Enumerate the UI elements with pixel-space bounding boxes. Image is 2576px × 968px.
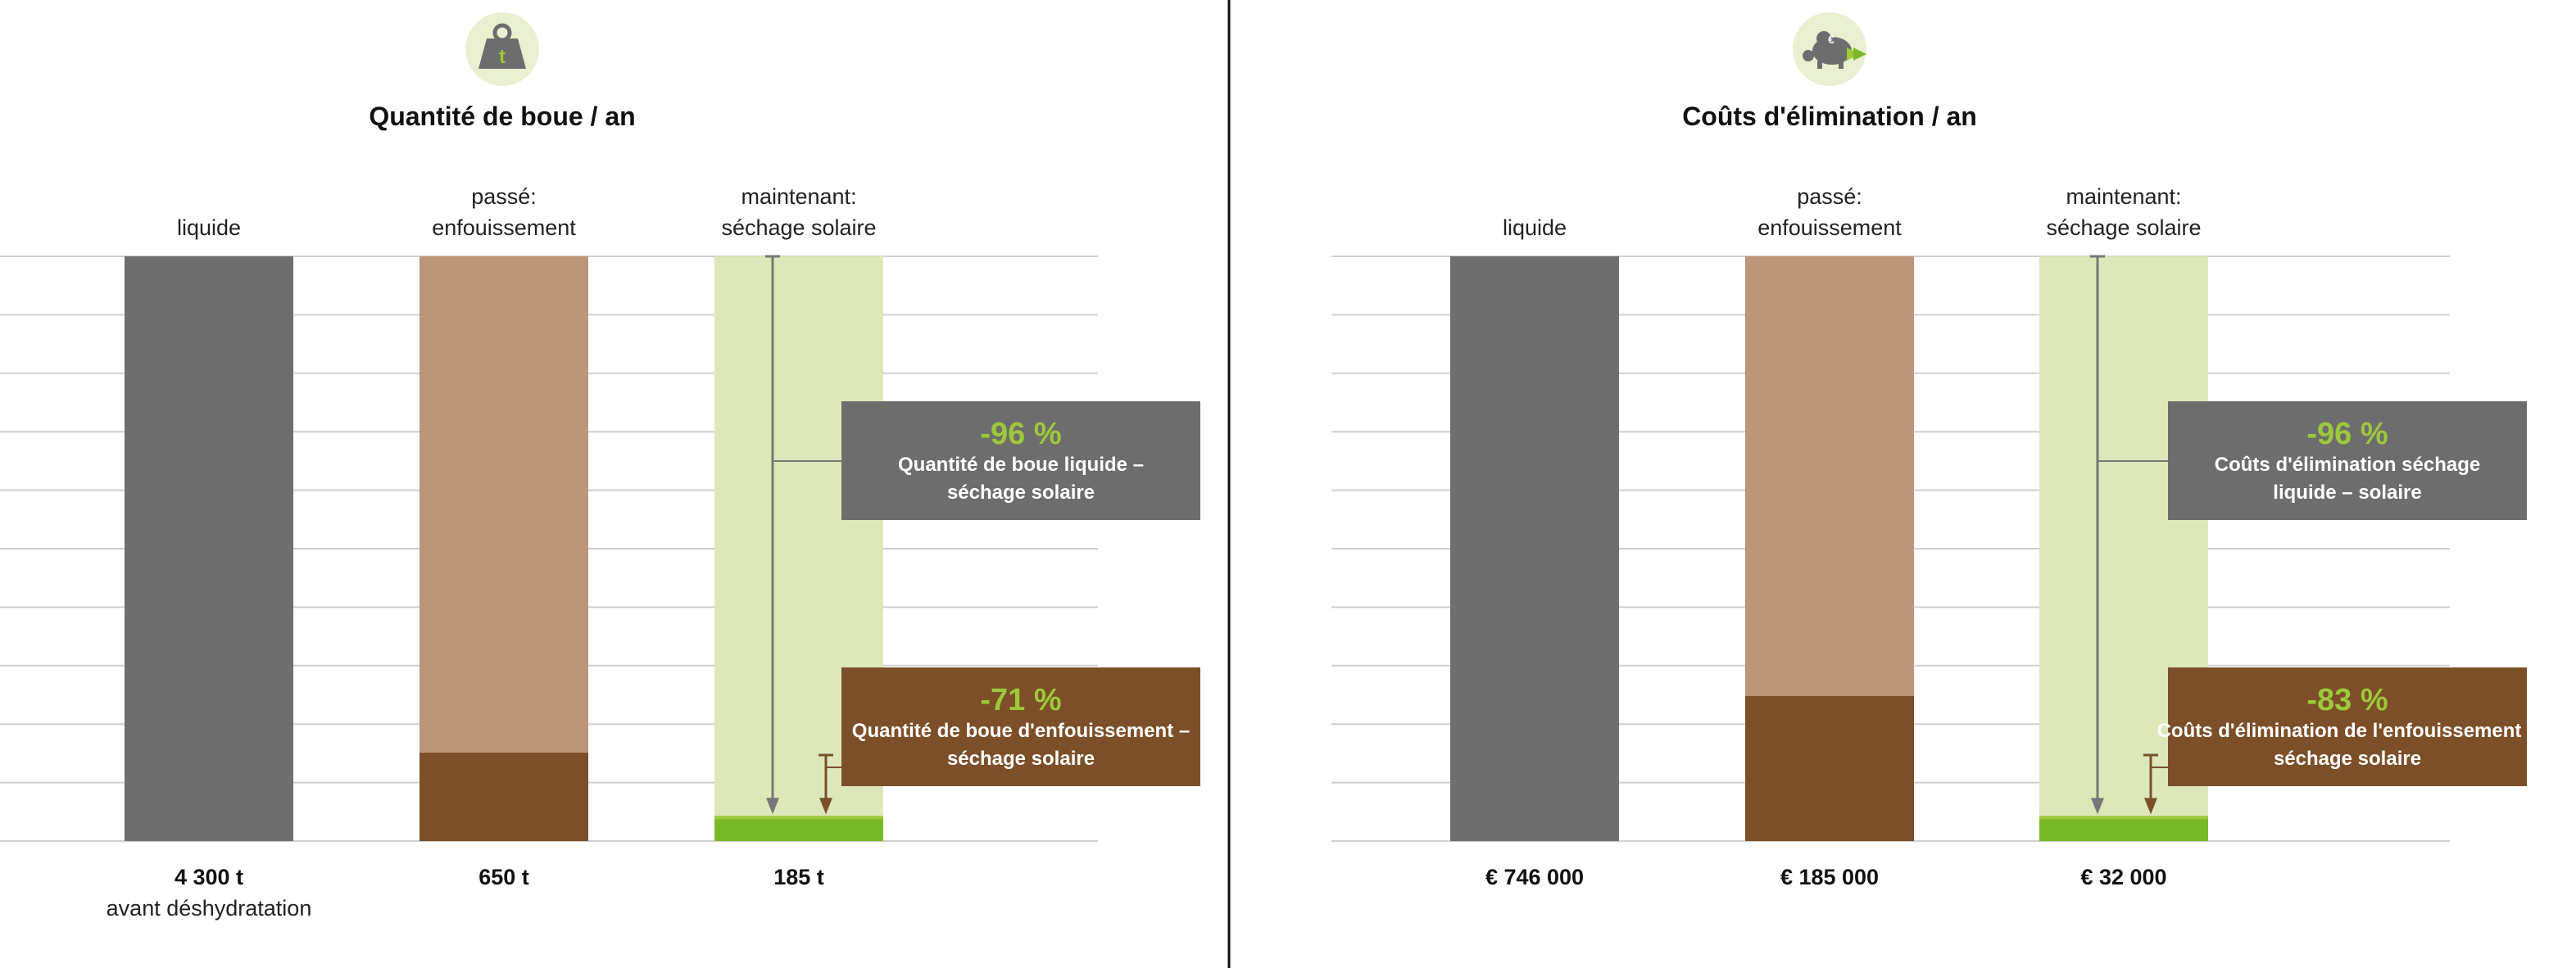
value-labels: 4 300 t avant déshydratation 650 t 185 t [107,865,824,921]
callout-percentage: -83 % [2306,683,2388,717]
callout-text: séchage solaire [2274,748,2421,770]
callouts: -96 % Quantité de boue liquide – séchage s… [765,255,1200,815]
category-label: liquide [177,215,241,240]
bar-past-value [420,753,588,841]
category-label: enfouissement [432,215,576,240]
weight-icon: t [465,12,539,86]
bar-now-value [2039,816,2208,841]
value-label: € 185 000 [1780,865,1879,889]
arrow-head [766,798,779,815]
callout-text: Coûts d'élimination séchage [2215,454,2480,476]
bar-past-reference [420,256,588,841]
arrow-head [2091,798,2104,815]
panel-disposal-costs: € Coûts d'élimination / an liquide passé:… [1331,12,2537,889]
callout-box [841,401,1200,520]
category-label: passé: [1797,184,1862,209]
category-label: séchage solaire [721,215,876,240]
panel-sludge-quantity: t Quantité de boue / an liquide passé: enf… [0,12,1200,921]
piggy-bank-icon: € [1793,12,1866,86]
svg-text:t: t [499,46,506,68]
value-label: 185 t [773,865,824,889]
value-label: € 746 000 [1485,865,1584,889]
callout-percentage: -96 % [2306,417,2388,451]
bar-now-highlight [2039,816,2208,820]
value-label: 650 t [478,865,529,889]
callout-text: Quantité de boue liquide – [898,454,1144,476]
chart-title: Coûts d'élimination / an [1682,102,1977,131]
chart-title: Quantité de boue / an [369,102,635,131]
value-note: avant déshydratation [107,896,312,921]
category-label: passé: [471,184,537,209]
arrow-head [819,798,832,815]
category-label: liquide [1503,215,1567,240]
category-label: maintenant: [2066,184,2181,209]
category-label: maintenant: [741,184,856,209]
bars [1450,256,2208,841]
value-label: 4 300 t [175,865,243,889]
callout-box [2168,401,2527,520]
arrow-head [2144,798,2157,815]
callout-text: liquide – solaire [2273,482,2421,504]
bar-past-value [1745,695,1914,841]
svg-text:€: € [1828,33,1834,46]
bar-liquid [1450,256,1619,841]
category-labels: liquide passé: enfouissement maintenant: séc… [1503,184,2202,240]
callout-text: Quantité de boue d'enfouissement – [852,720,1190,742]
callout-text: Coûts d'élimination de l'enfouissement – [2157,720,2538,742]
callout-box [2168,667,2527,786]
value-labels: € 746 000 € 185 000 € 32 000 [1485,865,2167,889]
callouts: -96 % Coûts d'élimination séchage liquide … [2090,255,2538,815]
callout-box [841,667,1200,786]
callout-percentage: -96 % [980,417,1061,451]
bar-liquid [125,256,293,841]
bars [125,256,883,841]
category-labels: liquide passé: enfouissement maintenant: séc… [177,184,877,240]
callout-text: séchage solaire [947,748,1095,770]
value-label: € 32 000 [2080,865,2166,889]
category-label: enfouissement [1757,215,1902,240]
category-label: séchage solaire [2046,215,2201,240]
bar-now-highlight [714,816,883,820]
callout-text: séchage solaire [947,482,1095,504]
bar-now-value [714,816,883,841]
callout-percentage: -71 % [980,683,1061,717]
